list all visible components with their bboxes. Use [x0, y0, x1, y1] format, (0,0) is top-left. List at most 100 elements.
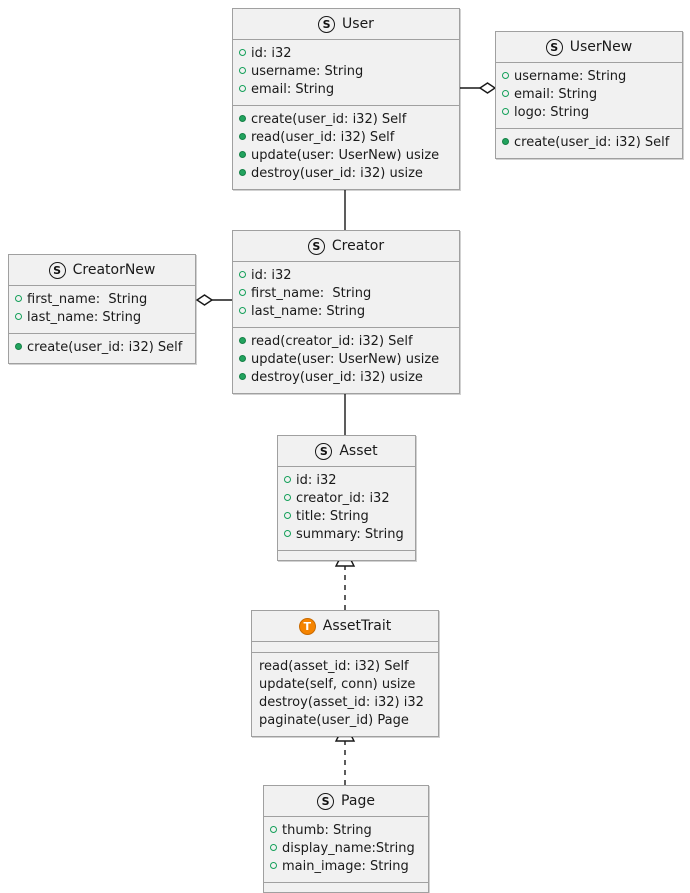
field-row: username: String — [239, 63, 453, 81]
class-header-asset: S Asset — [278, 436, 415, 467]
field-label: logo: String — [514, 105, 590, 120]
class-name-page: Page — [341, 793, 375, 809]
field-row: main_image: String — [270, 858, 422, 876]
field-row: logo: String — [502, 104, 676, 122]
class-name-user: User — [342, 16, 374, 32]
method-marker-icon — [239, 151, 246, 158]
field-row: display_name:String — [270, 840, 422, 858]
class-box-usernew[interactable]: S UserNew username: String email: String… — [495, 31, 683, 159]
method-row: read(asset_id: i32) Self — [258, 658, 432, 676]
method-row: update(user: UserNew) usize — [239, 351, 453, 369]
field-marker-icon — [270, 862, 277, 869]
method-label: create(user_id: i32) Self — [251, 112, 407, 127]
class-name-creatornew: CreatorNew — [72, 262, 156, 278]
field-marker-icon — [284, 494, 291, 501]
field-row: id: i32 — [284, 472, 409, 490]
methods-compartment-assettrait: read(asset_id: i32) Self update(self, co… — [252, 652, 438, 736]
method-marker-icon — [239, 355, 246, 362]
field-label: id: i32 — [251, 46, 292, 61]
method-label: create(user_id: i32) Self — [514, 135, 670, 150]
method-label: update(self, conn) usize — [259, 677, 416, 692]
class-header-assettrait: T AssetTrait — [252, 611, 438, 642]
field-label: title: String — [296, 509, 369, 524]
method-row: read(user_id: i32) Self — [239, 129, 453, 147]
struct-icon: S — [307, 237, 325, 255]
method-label: destroy(asset_id: i32) i32 — [259, 695, 424, 710]
class-name-usernew: UserNew — [569, 39, 633, 55]
method-row: read(creator_id: i32) Self — [239, 333, 453, 351]
field-row: email: String — [239, 81, 453, 99]
method-marker-icon — [239, 337, 246, 344]
field-label: thumb: String — [282, 823, 372, 838]
field-label: last_name: String — [27, 310, 142, 325]
field-label: username: String — [514, 69, 627, 84]
fields-compartment-asset: id: i32 creator_id: i32 title: String su… — [278, 467, 415, 550]
field-marker-icon — [284, 530, 291, 537]
field-label: creator_id: i32 — [296, 491, 390, 506]
field-label: id: i32 — [251, 268, 292, 283]
class-box-user[interactable]: S User id: i32 username: String email: S… — [232, 8, 460, 190]
method-label: update(user: UserNew) usize — [251, 352, 440, 367]
field-marker-icon — [270, 844, 277, 851]
field-label: username: String — [251, 64, 364, 79]
field-marker-icon — [270, 826, 277, 833]
class-name-creator: Creator — [331, 238, 385, 254]
field-row: first_name: String — [15, 291, 189, 309]
field-label: first_name: String — [27, 292, 148, 307]
field-marker-icon — [239, 85, 246, 92]
class-box-asset[interactable]: S Asset id: i32 creator_id: i32 title: S… — [277, 435, 416, 561]
field-marker-icon — [15, 295, 22, 302]
class-header-creatornew: S CreatorNew — [9, 255, 195, 286]
fields-compartment-creator: id: i32 first_name: String last_name: St… — [233, 262, 459, 327]
class-name-assettrait: AssetTrait — [322, 618, 392, 634]
method-marker-icon — [502, 138, 509, 145]
class-box-page[interactable]: S Page thumb: String display_name:String… — [263, 785, 429, 893]
field-marker-icon — [239, 307, 246, 314]
struct-icon: S — [318, 15, 336, 33]
edge-creator-creatornew — [195, 294, 232, 306]
fields-compartment-usernew: username: String email: String logo: Str… — [496, 63, 682, 128]
field-marker-icon — [284, 476, 291, 483]
field-row: id: i32 — [239, 267, 453, 285]
methods-compartment-page — [264, 882, 428, 892]
struct-icon: S — [315, 442, 333, 460]
field-marker-icon — [502, 108, 509, 115]
method-row: create(user_id: i32) Self — [239, 111, 453, 129]
field-row: last_name: String — [239, 303, 453, 321]
field-label: main_image: String — [282, 859, 409, 874]
field-marker-icon — [502, 72, 509, 79]
method-row: create(user_id: i32) Self — [15, 339, 189, 357]
edge-user-usernew — [460, 82, 497, 94]
method-label: paginate(user_id) Page — [259, 713, 409, 728]
method-label: read(asset_id: i32) Self — [259, 659, 409, 674]
method-row: create(user_id: i32) Self — [502, 134, 676, 152]
method-marker-icon — [239, 169, 246, 176]
field-row: last_name: String — [15, 309, 189, 327]
struct-icon: S — [317, 792, 335, 810]
field-row: first_name: String — [239, 285, 453, 303]
method-label: read(creator_id: i32) Self — [251, 334, 413, 349]
field-label: display_name:String — [282, 841, 415, 856]
fields-compartment-user: id: i32 username: String email: String — [233, 40, 459, 105]
method-label: destroy(user_id: i32) usize — [251, 370, 423, 385]
class-box-assettrait[interactable]: T AssetTrait read(asset_id: i32) Self up… — [251, 610, 439, 737]
field-label: email: String — [514, 87, 598, 102]
class-box-creatornew[interactable]: S CreatorNew first_name: String last_nam… — [8, 254, 196, 364]
trait-icon: T — [298, 617, 316, 635]
method-row: destroy(user_id: i32) usize — [239, 369, 453, 387]
method-row: destroy(asset_id: i32) i32 — [258, 694, 432, 712]
class-box-creator[interactable]: S Creator id: i32 first_name: String las… — [232, 230, 460, 394]
class-header-user: S User — [233, 9, 459, 40]
method-label: update(user: UserNew) usize — [251, 148, 440, 163]
field-row: email: String — [502, 86, 676, 104]
method-marker-icon — [239, 373, 246, 380]
field-label: id: i32 — [296, 473, 337, 488]
class-header-page: S Page — [264, 786, 428, 817]
field-marker-icon — [239, 289, 246, 296]
field-marker-icon — [239, 271, 246, 278]
class-header-creator: S Creator — [233, 231, 459, 262]
method-row: update(self, conn) usize — [258, 676, 432, 694]
field-marker-icon — [15, 313, 22, 320]
method-row: update(user: UserNew) usize — [239, 147, 453, 165]
method-label: read(user_id: i32) Self — [251, 130, 395, 145]
